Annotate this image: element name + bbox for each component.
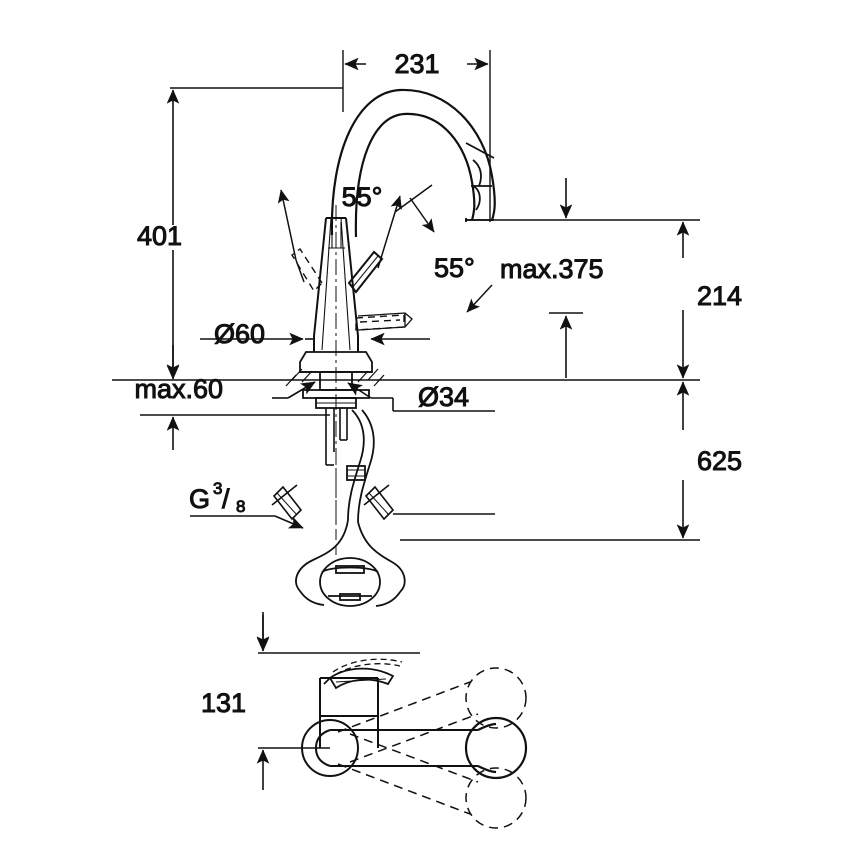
dimension-label-401: 401 (137, 221, 182, 251)
dimension-max375 (549, 178, 583, 378)
dimension-label-max375: max.375 (500, 254, 604, 284)
dimension-label-131: 131 (201, 688, 246, 718)
spout-arch (330, 88, 496, 238)
extension-lines (112, 50, 700, 749)
angle-leaders (277, 184, 493, 313)
supply-tubes (325, 408, 348, 466)
thread-connector-right (363, 484, 495, 521)
dimension-label-214: 214 (697, 281, 742, 311)
hose-weight (319, 557, 381, 607)
dimension-label-d60: Ø60 (214, 319, 265, 349)
hose-weight-loop (295, 519, 406, 607)
plan-handle-dashed (327, 658, 403, 681)
dimension-label-max60: max.60 (134, 374, 223, 404)
thread-label-g38: G 3 / 8 (189, 479, 246, 517)
plan-spray-head (464, 716, 528, 780)
counter-shank (302, 371, 370, 409)
plan-base-circle (301, 719, 359, 777)
angle-label-right: 55° (434, 253, 475, 283)
thread-label-numerator: 3 (213, 479, 222, 498)
dimension-label-d34: Ø34 (418, 382, 469, 412)
dimension-label-231: 231 (394, 49, 439, 79)
plan-swivel-upper (337, 667, 527, 763)
thread-connector-left (271, 484, 303, 521)
dimension-label-625: 625 (697, 446, 742, 476)
angle-label-left: 55° (342, 182, 383, 212)
thread-label-divider: / (222, 484, 230, 514)
handle-side-position (357, 312, 413, 331)
counter-hatching (285, 368, 385, 387)
thread-label-g: G (189, 484, 210, 514)
pull-down-hose (346, 409, 375, 523)
spray-head (465, 142, 495, 222)
lever-handle (347, 250, 384, 294)
plan-body (319, 677, 379, 748)
thread-label-denominator: 8 (236, 497, 245, 516)
plan-swivel-lower (337, 733, 527, 829)
plan-spout (314, 729, 478, 767)
thread-leader (190, 515, 304, 529)
